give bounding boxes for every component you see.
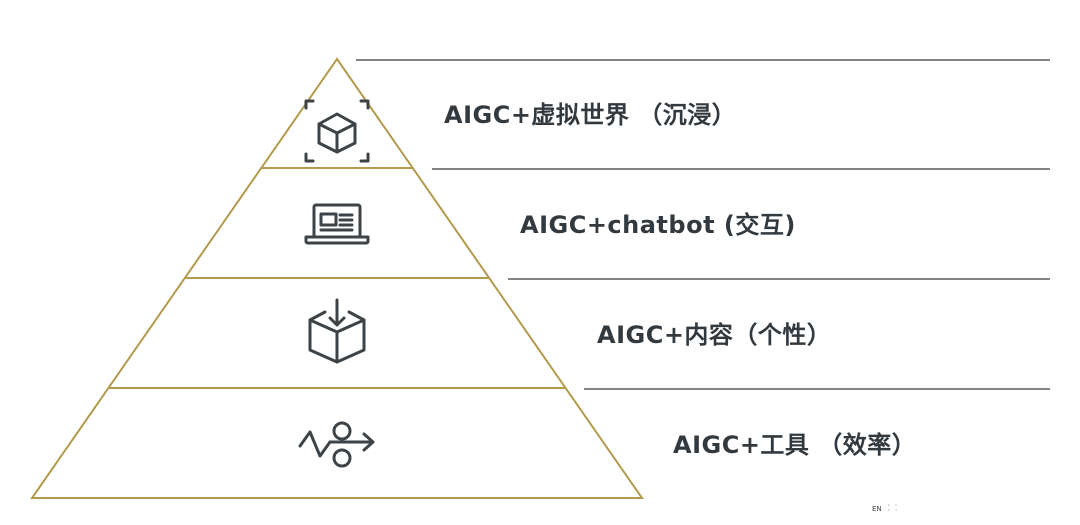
level-label-tools: AIGC+工具 （效率） <box>673 431 917 459</box>
box-download-icon <box>308 298 366 364</box>
workflow-arrow-icon <box>298 421 375 468</box>
cube-in-frame-icon <box>304 99 370 163</box>
ime-dots-icon: · ·· · <box>887 502 898 514</box>
ime-indicator[interactable]: EN · ·· · <box>868 503 898 517</box>
level-label-content: AIGC+内容（个性） <box>597 321 832 349</box>
ime-language-label: EN <box>872 505 882 513</box>
level-label-chatbot: AIGC+chatbot (交互) <box>520 211 796 239</box>
level-label-virtual-world: AIGC+虚拟世界 （沉浸） <box>444 101 737 129</box>
laptop-chat-icon <box>304 203 370 245</box>
pyramid-outline <box>30 57 644 499</box>
